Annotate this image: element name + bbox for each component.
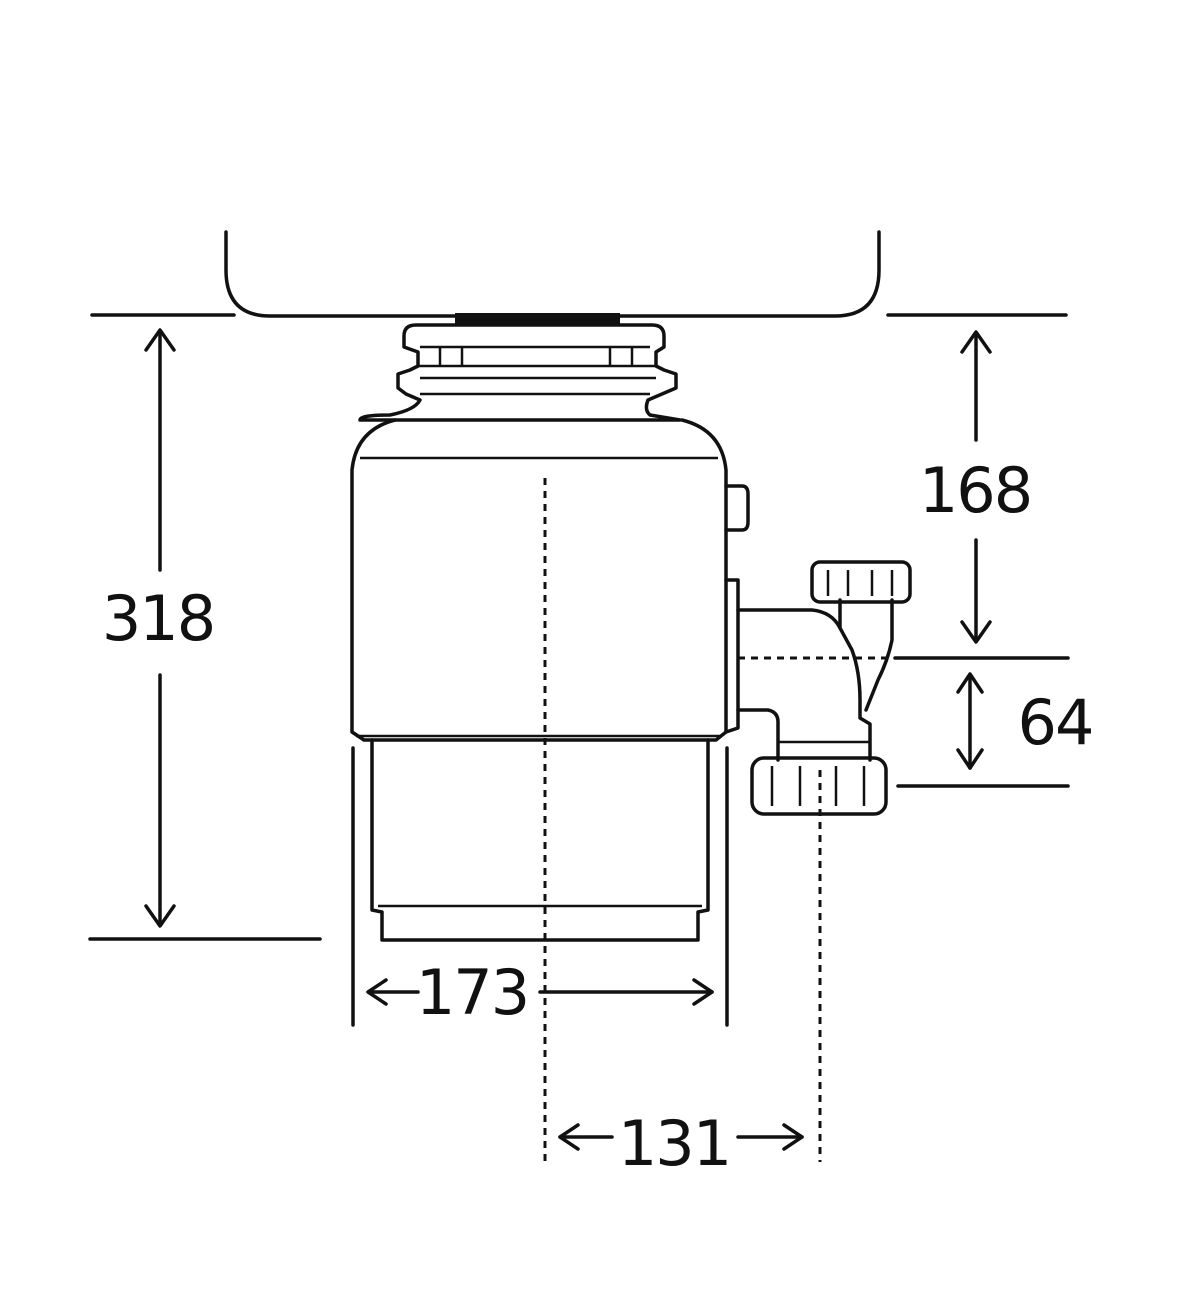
dimension-131-label: 131 [618, 1107, 730, 1180]
dimension-173: 173 [351, 746, 729, 1029]
mounting-collar [358, 323, 682, 422]
disposer-lower-body [370, 738, 710, 942]
drain-outlet-pipe [736, 560, 912, 816]
dimension-131: 131 [558, 1107, 804, 1180]
dimension-318-label: 318 [102, 582, 214, 655]
dimension-318: 318 [88, 328, 322, 941]
dimension-64: 64 [896, 672, 1094, 788]
dimension-64-label: 64 [1018, 686, 1093, 759]
dimension-168-label: 168 [919, 454, 1031, 527]
center-lines [543, 478, 895, 1162]
dimension-173-label: 173 [416, 956, 528, 1029]
dimension-168: 168 [893, 330, 1070, 660]
sink-basin [90, 230, 1068, 324]
disposer-upper-body [350, 418, 750, 742]
